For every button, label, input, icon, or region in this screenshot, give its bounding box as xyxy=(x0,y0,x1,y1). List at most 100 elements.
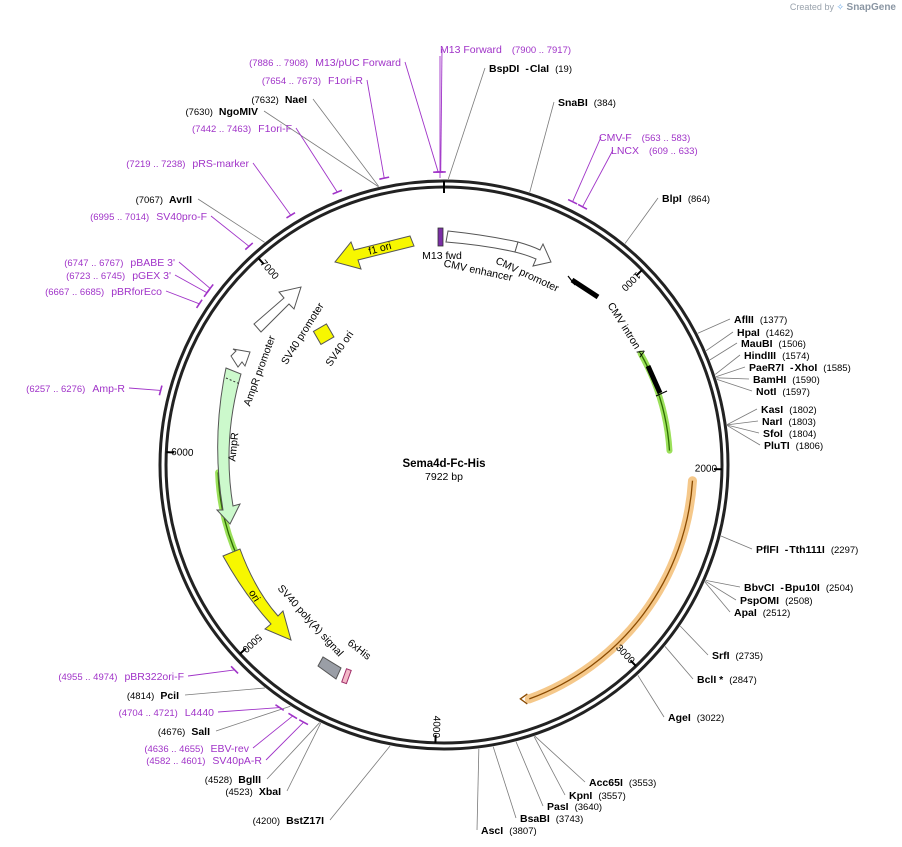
primer-leader-line xyxy=(187,669,235,677)
enzyme-leader-line xyxy=(709,342,738,361)
enzyme-name: NarI xyxy=(762,416,783,428)
tick-mark xyxy=(239,647,247,655)
enzyme-site-srfi[interactable]: SrfI(2735) xyxy=(680,625,763,662)
primer-l4440[interactable]: L4440(4704 .. 4721) xyxy=(119,704,285,719)
credit-brand: SnapGene xyxy=(846,2,896,13)
enzyme-site-sali[interactable]: SalI(4676) xyxy=(158,705,291,738)
enzyme-site-acc65i[interactable]: Acc65I(3553) xyxy=(534,735,656,789)
orf-arrow-head-icon xyxy=(519,693,528,705)
primer-marker xyxy=(230,665,239,675)
his-tag-label: 6xHis xyxy=(345,637,373,663)
primer-m13-puc-forward[interactable]: M13/pUC Forward(7886 .. 7908) xyxy=(249,57,444,173)
enzyme-site-aflii[interactable]: AflII(1377) xyxy=(697,314,787,334)
primer-leader-line xyxy=(217,707,280,713)
sv40-polya-box xyxy=(317,656,342,680)
primer-m13-forward[interactable]: M13 Forward(7900 .. 7917) xyxy=(435,44,571,173)
enzyme-site-pspomi[interactable]: PspOMI(2508) xyxy=(705,580,813,607)
feature-sv40-ori[interactable]: SV40 ori xyxy=(312,323,356,369)
feature-ampr[interactable]: AmpR xyxy=(215,367,242,525)
enzyme-site-nari[interactable]: NarI(1803) xyxy=(727,416,816,428)
primer-sv40pa-r[interactable]: SV40pA-R(4582 .. 4601) xyxy=(146,719,309,767)
enzyme-site-pasi[interactable]: PasI(3640) xyxy=(515,741,602,813)
primer-leader-line xyxy=(572,136,602,202)
enzyme-site-asci[interactable]: AscI(3807) xyxy=(476,748,537,837)
enzyme-site-naei[interactable]: NaeI(7632) xyxy=(251,94,380,187)
primer-name: SV40pro-F xyxy=(156,211,207,223)
enzyme-position: (1585) xyxy=(823,363,850,374)
enzyme-leader-line xyxy=(716,377,750,380)
feature-m13-fwd[interactable]: M13 fwd xyxy=(422,227,462,262)
enzyme-site-snabi[interactable]: SnaBI(384) xyxy=(529,97,616,193)
enzyme-name: NaeI xyxy=(285,94,307,106)
primer-pbabe-3[interactable]: pBABE 3'(6747 .. 6767) xyxy=(64,257,214,293)
cmv-promoter-arrow-icon xyxy=(514,241,552,267)
enzyme-leader-line xyxy=(624,197,659,244)
enzyme-site-bamhi[interactable]: BamHI(1590) xyxy=(716,374,820,386)
enzyme-name: PasI xyxy=(547,801,569,813)
primer-sv40pro-f[interactable]: SV40pro-F (6995 .. 7014) xyxy=(90,211,254,251)
enzyme-site-noti[interactable]: NotI(1597) xyxy=(716,378,810,398)
enzyme-site-pcii[interactable]: PciI(4814) xyxy=(127,687,265,702)
enzyme-name: SnaBI xyxy=(558,97,588,109)
intron-cap-2 xyxy=(655,390,668,397)
enzyme-site-avrii[interactable]: AvrII(7067) xyxy=(136,194,265,243)
feature-f1-ori[interactable]: f1 ori xyxy=(334,235,415,270)
primer-cmv-f[interactable]: CMV-F(563 .. 583) xyxy=(567,132,690,205)
enzyme-site-bstz17i[interactable]: BstZ17I(4200) xyxy=(253,745,391,827)
primer-ebv-rev[interactable]: EBV-rev(4636 .. 4655) xyxy=(144,712,298,755)
enzyme-name: NgoMIV xyxy=(219,106,258,118)
enzyme-name: BspDI xyxy=(489,63,519,75)
feature-ori[interactable]: ori xyxy=(222,548,292,641)
enzyme-site-bsabi[interactable]: BsaBI(3743) xyxy=(492,746,583,825)
enzyme-site-kasi[interactable]: KasI(1802) xyxy=(726,404,817,425)
primer-range: (6723 .. 6745) xyxy=(66,271,125,282)
enzyme-position: (1802) xyxy=(789,405,816,416)
primer-lncx[interactable]: LNCX(609 .. 633) xyxy=(577,145,698,210)
enzyme-site-ngomiv[interactable]: NgoMIV(7630) xyxy=(185,106,379,187)
primer-range: (6995 .. 7014) xyxy=(90,212,149,223)
primer-leader-line xyxy=(174,274,208,294)
ori-arrow-icon xyxy=(222,548,292,641)
enzyme-site-pluti[interactable]: PluTI(1806) xyxy=(727,425,823,452)
primer-f1ori-f[interactable]: F1ori-F(7442 .. 7463) xyxy=(192,123,343,195)
enzyme-site-blpi[interactable]: BlpI(864) xyxy=(624,193,710,244)
enzyme-site-bbvci[interactable]: BbvCI- Bpu10I(2504) xyxy=(705,579,854,594)
enzyme-site-paer7i[interactable]: PaeR7I- XhoI(1585) xyxy=(715,362,851,378)
enzyme-site-maubi[interactable]: MauBI(1506) xyxy=(709,338,806,361)
enzyme-position: (1804) xyxy=(789,429,816,440)
enzyme-site-sfoi[interactable]: SfoI(1804) xyxy=(727,424,816,440)
enzyme-name: BsaBI xyxy=(520,813,550,825)
primer-pbr322ori-f[interactable]: pBR322ori-F(4955 .. 4974) xyxy=(58,665,239,683)
enzyme-site-apai[interactable]: ApaI(2512) xyxy=(704,581,790,619)
enzyme-site-pflfi[interactable]: PflFI- Tth111I(2297) xyxy=(720,535,858,556)
primer-pbrforeco[interactable]: pBRforEco(6667 .. 6685) xyxy=(45,286,203,309)
enzyme-name: ApaI xyxy=(734,607,757,619)
enzyme-site-hpai[interactable]: HpaI(1462) xyxy=(705,327,793,352)
enzyme-site-agei[interactable]: AgeI(3022) xyxy=(637,675,724,724)
enzyme-site-bspdi[interactable]: BspDI- ClaI(19) xyxy=(447,63,572,180)
enzyme-site-xbai[interactable]: XbaI(4523) xyxy=(225,722,322,798)
primer-f1ori-r[interactable]: F1ori-R(7654 .. 7673) xyxy=(262,75,390,180)
ampr-promoter-arrow-icon xyxy=(230,348,251,368)
primer-amp-r[interactable]: Amp-R(6257 .. 6276) xyxy=(26,383,163,396)
primer-leader-line xyxy=(128,387,161,391)
enzyme-site-kpni[interactable]: KpnI(3557) xyxy=(533,736,626,802)
enzyme-site-bcli[interactable]: BclI *(2847) xyxy=(664,646,757,686)
enzyme-name: BglII xyxy=(238,774,261,786)
feature-6xhis[interactable]: 6xHis xyxy=(341,637,373,685)
primer-prs-marker[interactable]: pRS-marker(7219 .. 7238) xyxy=(126,158,296,219)
his-tag-box xyxy=(341,668,352,685)
feature-cmv-intron-a[interactable]: CMV intron A xyxy=(567,275,668,397)
enzyme-site-bglii[interactable]: BglII(4528) xyxy=(205,722,320,786)
enzyme-position: (4676) xyxy=(158,727,185,738)
primer-name: pBABE 3' xyxy=(130,257,175,269)
feature-ampr-promoter[interactable]: AmpR promoter xyxy=(230,334,278,408)
enzyme-site-hindiii[interactable]: HindIII(1574) xyxy=(715,350,810,375)
tick-label: 2000 xyxy=(695,464,718,475)
primer-leader-line xyxy=(366,79,385,179)
enzyme-name: PaeR7I xyxy=(749,362,784,374)
primer-marker xyxy=(567,198,578,205)
primer-range: (7654 .. 7673) xyxy=(262,76,321,87)
primer-range: (7442 .. 7463) xyxy=(192,124,251,135)
primer-name: M13/pUC Forward xyxy=(315,57,401,69)
